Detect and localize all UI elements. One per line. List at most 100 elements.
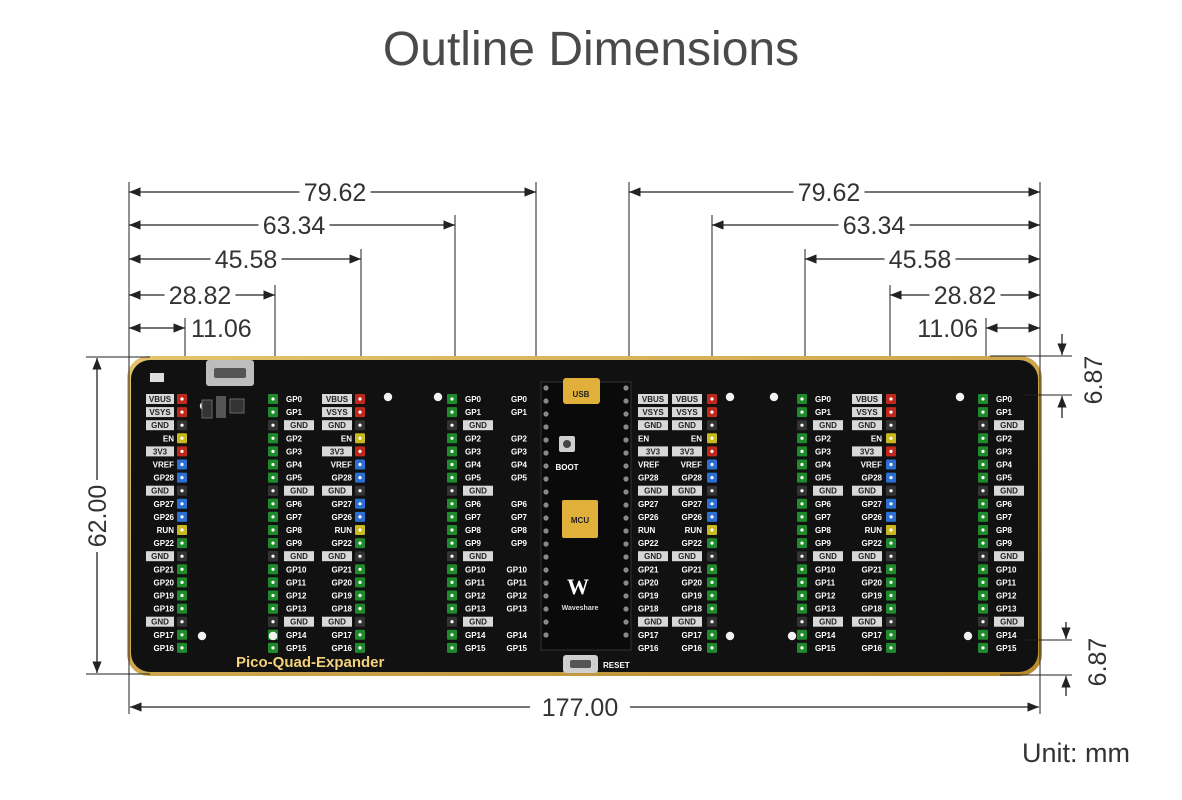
pm-boxl-7 xyxy=(638,485,668,496)
p1-pin-1-dot xyxy=(358,410,362,414)
pico-hole-l-9 xyxy=(543,502,549,508)
lh-pin-18 xyxy=(177,629,187,640)
pm-labelr-18: GP17 xyxy=(682,631,703,640)
g2-label-10: GP8 xyxy=(465,526,482,535)
g3-label-5: GP4 xyxy=(815,461,832,470)
p3-pin-18-dot xyxy=(889,633,893,637)
boot-label: BOOT xyxy=(555,463,578,472)
g2-pin-6-dot xyxy=(450,476,454,480)
pico-hole-r-12 xyxy=(623,541,629,547)
g3-pin-13-dot xyxy=(800,567,804,571)
pico-hole-l-14 xyxy=(543,567,549,573)
pm-pin-9 xyxy=(707,511,717,522)
pico-hole-r-9 xyxy=(623,502,629,508)
lh-pin-9-dot xyxy=(180,515,184,519)
g1-pin-19-dot xyxy=(271,646,275,650)
pico-hole-r-5 xyxy=(623,450,629,456)
g4-label-9: GP7 xyxy=(996,513,1013,522)
g4-pin-14-dot xyxy=(981,580,985,584)
lh-pin-4-dot xyxy=(180,449,184,453)
p1-pin-10-dot xyxy=(358,528,362,532)
p1-pin-0-dot xyxy=(358,397,362,401)
p1-box-2 xyxy=(322,420,352,431)
lh-pin-19 xyxy=(177,642,187,653)
pm-labell-17: GND xyxy=(644,618,662,627)
g3-label-3: GP2 xyxy=(815,434,832,443)
pm-boxr-12 xyxy=(672,551,702,562)
g1-pin-1-dot xyxy=(271,410,275,414)
pm-pin-19-dot xyxy=(710,646,714,650)
g4-box-17 xyxy=(994,616,1024,627)
g2-pin-1-dot xyxy=(450,410,454,414)
g4-label-10: GP8 xyxy=(996,526,1013,535)
p3-label-17: GND xyxy=(858,618,876,627)
lh-label-17: GND xyxy=(151,618,169,627)
g2-pin-10 xyxy=(447,525,457,535)
mount-hole-10 xyxy=(963,631,973,641)
g2-pin-1 xyxy=(447,407,457,418)
pico-hole-r-4 xyxy=(623,437,629,443)
g2-pin-2 xyxy=(447,420,457,431)
g1-label-18: GP14 xyxy=(286,631,307,640)
g3-pin-2 xyxy=(797,420,807,431)
g3-label-11: GP9 xyxy=(815,539,832,548)
p1-label-11: GP22 xyxy=(332,539,353,548)
g3-label-10: GP8 xyxy=(815,526,832,535)
lh-box-12 xyxy=(146,551,174,562)
g3-label-9: GP7 xyxy=(815,513,832,522)
reset-button-cap xyxy=(570,660,591,668)
lh-pin-18-dot xyxy=(180,633,184,637)
g4-pin-0 xyxy=(978,394,988,404)
g1-pin-3 xyxy=(268,433,278,444)
g2-pin-5 xyxy=(447,459,457,470)
g4-pin-8 xyxy=(978,498,988,509)
pico-hole-l-5 xyxy=(543,450,549,456)
lh-pin-10-dot xyxy=(180,528,184,532)
g1-pin-15 xyxy=(268,590,278,601)
g3-label-7: GND xyxy=(819,487,837,496)
g3-box-17 xyxy=(813,616,843,627)
pm-pin-6-dot xyxy=(710,476,714,480)
dim-height: 62.00 xyxy=(84,356,150,675)
p1-pin-18 xyxy=(355,629,365,640)
g1-label-13: GP10 xyxy=(286,565,307,574)
g3-label-13: GP10 xyxy=(815,565,836,574)
g2-pin-0-dot xyxy=(450,397,454,401)
g2-pin-18 xyxy=(447,629,457,640)
p3-pin-15 xyxy=(886,590,896,601)
p3-pin-16-dot xyxy=(889,607,893,611)
g2-pin-13-dot xyxy=(450,567,454,571)
g1-pin-2 xyxy=(268,420,278,431)
g2-pin-12-dot xyxy=(450,554,454,558)
g4-pin-19 xyxy=(978,642,988,653)
g2-label-16: GP13 xyxy=(465,605,486,614)
g2-pin-15-dot xyxy=(450,593,454,598)
g4-pin-1-dot xyxy=(981,410,985,414)
p3-pin-6 xyxy=(886,472,896,483)
lh-label-12: GND xyxy=(151,552,169,561)
g3-pin-5-dot xyxy=(800,462,804,467)
g1-pin-14 xyxy=(268,577,278,588)
dim-left-0: 79.62 xyxy=(129,177,536,207)
g3-pin-10 xyxy=(797,525,807,535)
g4-pin-3-dot xyxy=(981,436,985,440)
dim-bottom-offset-label: 6.87 xyxy=(1084,638,1112,687)
g1-pin-10-dot xyxy=(271,528,275,532)
p3-box-12 xyxy=(852,551,882,562)
p3-pin-9-dot xyxy=(889,515,893,519)
p3-box-0 xyxy=(852,394,882,404)
p3-label-11: GP22 xyxy=(862,539,883,548)
g1-pin-5-dot xyxy=(271,462,275,467)
p3-pin-19 xyxy=(886,642,896,653)
pm-pin-1 xyxy=(707,407,717,418)
lh-pin-11-dot xyxy=(180,541,184,545)
g1-pin-15-dot xyxy=(271,593,275,598)
p3-label-0: VBUS xyxy=(856,395,879,404)
p1-box-4 xyxy=(322,446,352,457)
p1-pin-15-dot xyxy=(358,593,362,598)
g1-pin-13-dot xyxy=(271,567,275,571)
g2-pin-11 xyxy=(447,538,457,549)
g1-box-7 xyxy=(284,485,314,496)
p1-label-18: GP17 xyxy=(332,631,353,640)
pico-hole-r-3 xyxy=(623,424,629,430)
